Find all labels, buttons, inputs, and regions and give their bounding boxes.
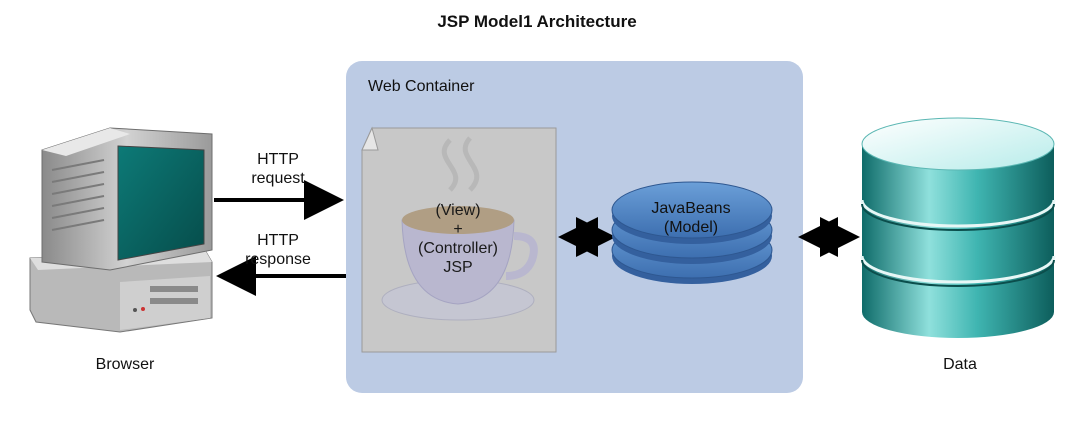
- http-request-line2: request: [251, 170, 305, 187]
- database-icon: [860, 117, 1056, 338]
- computer-icon: [29, 127, 213, 333]
- http-response-label: HTTP response: [228, 231, 328, 269]
- diagram-title: JSP Model1 Architecture: [437, 12, 637, 31]
- javabeans-label: JavaBeans (Model): [616, 199, 766, 237]
- javabeans-stack: [611, 181, 773, 284]
- browser-label: Browser: [95, 356, 155, 373]
- jsp-label-jsp: JSP: [443, 259, 473, 276]
- data-label: Data: [943, 356, 977, 373]
- jsp-label: (View) + (Controller) JSP: [383, 201, 533, 277]
- http-request-label: HTTP request: [228, 150, 328, 188]
- http-request-line1: HTTP: [257, 151, 299, 168]
- jsp-label-controller: (Controller): [417, 240, 498, 257]
- http-response-line2: response: [245, 251, 311, 268]
- http-response-line1: HTTP: [257, 232, 299, 249]
- web-container-label: Web Container: [368, 78, 475, 95]
- javabeans-label-model: (Model): [663, 219, 719, 236]
- coffee-cup-icon: [381, 136, 538, 321]
- jsp-label-view: (View): [435, 202, 481, 219]
- jsp-label-plus: +: [453, 221, 463, 238]
- javabeans-label-name: JavaBeans: [651, 200, 731, 217]
